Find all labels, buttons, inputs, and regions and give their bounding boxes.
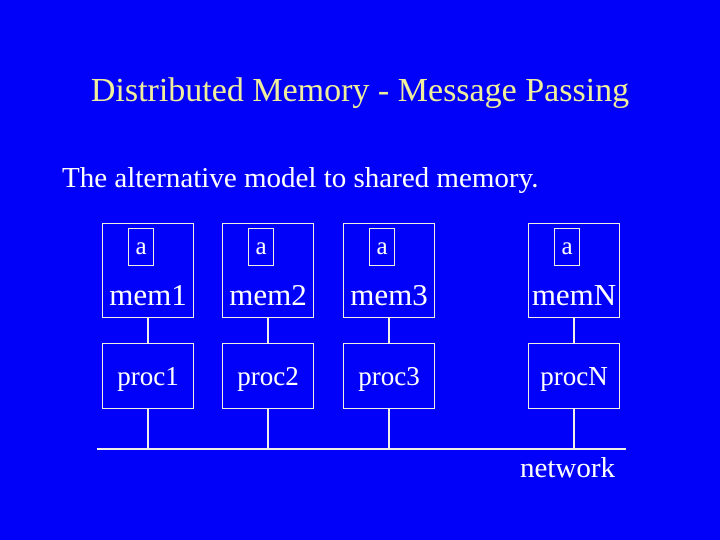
memory-label-2: mem2 — [229, 277, 307, 312]
node-column-2: a mem2 proc2 — [222, 223, 314, 448]
mem-proc-connector-n — [573, 318, 575, 343]
network-bus-line — [97, 448, 626, 450]
processor-box-3: proc3 — [343, 343, 435, 409]
node-column-3: a mem3 proc3 — [343, 223, 435, 448]
variable-label-n: a — [561, 233, 573, 260]
proc-network-connector-n — [573, 409, 575, 448]
processor-box-n: procN — [528, 343, 620, 409]
processor-box-2: proc2 — [222, 343, 314, 409]
memory-box-n: a memN — [528, 223, 620, 318]
memory-box-1: a mem1 — [102, 223, 194, 318]
processor-label-3: proc3 — [358, 360, 420, 391]
variable-box-1: a — [128, 228, 154, 266]
node-column-n: a memN procN — [528, 223, 620, 448]
processor-label-n: procN — [540, 360, 608, 391]
variable-box-n: a — [554, 228, 580, 266]
memory-box-3: a mem3 — [343, 223, 435, 318]
slide-title: Distributed Memory - Message Passing — [90, 72, 630, 109]
memory-box-2: a mem2 — [222, 223, 314, 318]
node-column-1: a mem1 proc1 — [102, 223, 194, 448]
proc-network-connector-3 — [388, 409, 390, 448]
variable-label-1: a — [135, 233, 147, 260]
variable-box-2: a — [248, 228, 274, 266]
memory-label-1: mem1 — [109, 277, 187, 312]
proc-network-connector-2 — [267, 409, 269, 448]
variable-box-3: a — [369, 228, 395, 266]
processor-label-2: proc2 — [237, 360, 299, 391]
network-label: network — [520, 452, 616, 484]
mem-proc-connector-3 — [388, 318, 390, 343]
variable-label-2: a — [255, 233, 267, 260]
variable-label-3: a — [376, 233, 388, 260]
proc-network-connector-1 — [147, 409, 149, 448]
mem-proc-connector-1 — [147, 318, 149, 343]
mem-proc-connector-2 — [267, 318, 269, 343]
slide-subtitle: The alternative model to shared memory. — [62, 162, 539, 194]
processor-label-1: proc1 — [117, 360, 179, 391]
processor-box-1: proc1 — [102, 343, 194, 409]
memory-label-3: mem3 — [350, 277, 428, 312]
memory-label-n: memN — [531, 277, 617, 312]
